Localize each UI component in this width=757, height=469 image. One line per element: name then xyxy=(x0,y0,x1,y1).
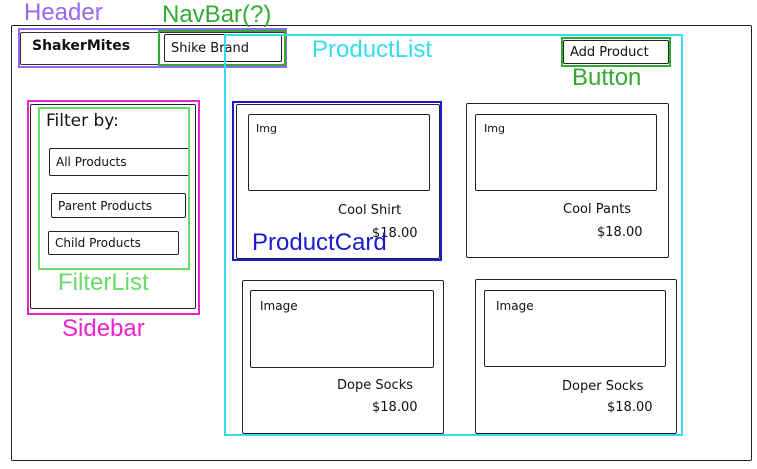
nav-link-shike-brand[interactable]: Shike Brand xyxy=(164,34,282,62)
product-image xyxy=(248,114,430,191)
product-image-label: Img xyxy=(256,122,277,135)
add-product-label: Add Product xyxy=(570,44,649,60)
product-card[interactable] xyxy=(242,280,444,434)
filterlist-annotation-label: FilterList xyxy=(58,269,149,296)
filter-label: All Products xyxy=(56,155,127,169)
button-annotation-label: Button xyxy=(572,64,642,91)
product-name: Dope Socks xyxy=(337,378,414,393)
nav-link-label: Shike Brand xyxy=(171,40,250,56)
product-card[interactable] xyxy=(236,104,440,259)
filter-title: Filter by: xyxy=(46,111,119,131)
header-annotation-box xyxy=(18,28,287,68)
product-image-label: Image xyxy=(496,299,534,313)
filterlist-annotation-box xyxy=(38,107,190,270)
productcard-annotation-label: ProductCard xyxy=(252,229,387,256)
product-image-label: Img xyxy=(484,122,505,135)
page-frame xyxy=(11,25,752,461)
productlist-annotation-box xyxy=(224,34,683,436)
navbar-annotation-box xyxy=(158,30,286,66)
sidebar xyxy=(30,104,196,309)
header-annotation-label: Header xyxy=(24,0,103,26)
product-name: Doper Socks xyxy=(562,379,644,394)
product-price: $18.00 xyxy=(372,226,418,241)
product-image xyxy=(484,290,666,367)
product-name: Cool Shirt xyxy=(338,203,402,218)
filter-parent-products[interactable]: Parent Products xyxy=(51,193,186,218)
brand-logo[interactable]: ShakerMites xyxy=(32,38,131,54)
navbar-annotation-label: NavBar(?) xyxy=(162,1,272,28)
product-image xyxy=(250,290,434,368)
product-image xyxy=(475,114,657,191)
filter-label: Parent Products xyxy=(58,198,153,213)
filter-label: Child Products xyxy=(55,236,141,250)
filter-child-products[interactable]: Child Products xyxy=(48,231,179,255)
add-product-button[interactable]: Add Product xyxy=(563,40,669,64)
sidebar-annotation-box xyxy=(27,100,200,315)
product-price: $18.00 xyxy=(597,225,643,240)
product-image-label: Image xyxy=(260,299,298,313)
sidebar-annotation-label: Sidebar xyxy=(62,315,145,342)
product-price: $18.00 xyxy=(372,400,418,415)
product-card[interactable] xyxy=(475,279,677,434)
product-name: Cool Pants xyxy=(563,202,632,217)
product-price: $18.00 xyxy=(607,400,653,415)
product-card[interactable] xyxy=(466,103,669,258)
productcard-annotation-box xyxy=(232,101,442,261)
button-annotation-box xyxy=(561,37,671,67)
productlist-annotation-label: ProductList xyxy=(312,36,433,63)
